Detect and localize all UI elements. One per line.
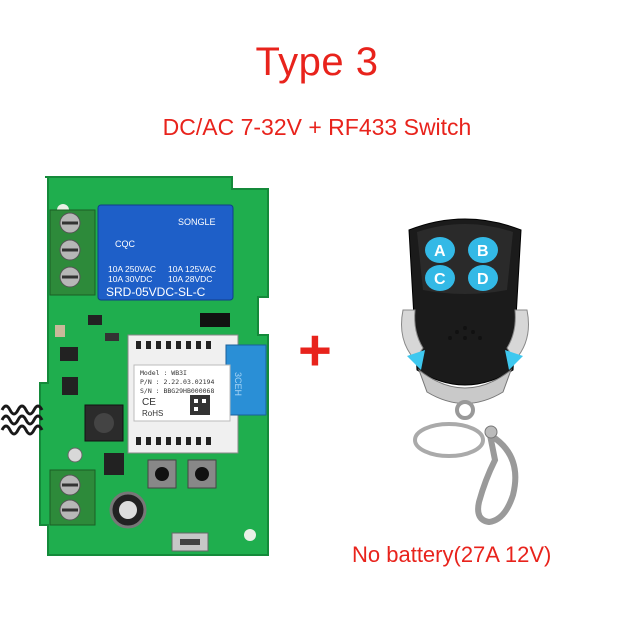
remote-button-a-icon [425,237,455,263]
relay-rating-4: 10A 28VDC [168,274,212,284]
qr-code-icon [190,395,210,415]
remote-label-d: D [477,271,489,288]
antenna-label: 3CEH [233,372,243,396]
remote-label-c: C [434,271,446,288]
plus-sign: + [298,318,332,383]
relay-mark: CQC [115,239,136,249]
remote-control-image: A B C D [401,218,529,526]
module-ce: CE [142,397,156,408]
remote-label-a: A [434,243,446,260]
module-model: Model : WB3I [140,369,187,377]
module-rohs: RoHS [142,409,163,418]
remote-button-d-icon [468,265,498,291]
relay-rating-3: 10A 30VDC [108,274,152,284]
battery-note: No battery(27A 12V) [352,542,552,567]
switch-board-image: SONGLE CQC 10A 250VAC 10A 125VAC 10A 30V… [0,176,269,556]
product-subtitle: DC/AC 7-32V + RF433 Switch [162,114,472,140]
remote-button-b-icon [468,237,498,263]
remote-label-b: B [477,243,489,260]
remote-button-c-icon [425,265,455,291]
relay-rating-2: 10A 125VAC [168,264,216,274]
relay-rating-1: 10A 250VAC [108,264,156,274]
module-sn: S/N : BBG29HB000068 [140,387,214,395]
module-pn: P/N : 2.22.03.02194 [140,378,214,386]
page-title: Type 3 [255,40,379,84]
relay-brand: SONGLE [178,217,216,227]
relay-model: SRD-05VDC-SL-C [106,285,206,299]
